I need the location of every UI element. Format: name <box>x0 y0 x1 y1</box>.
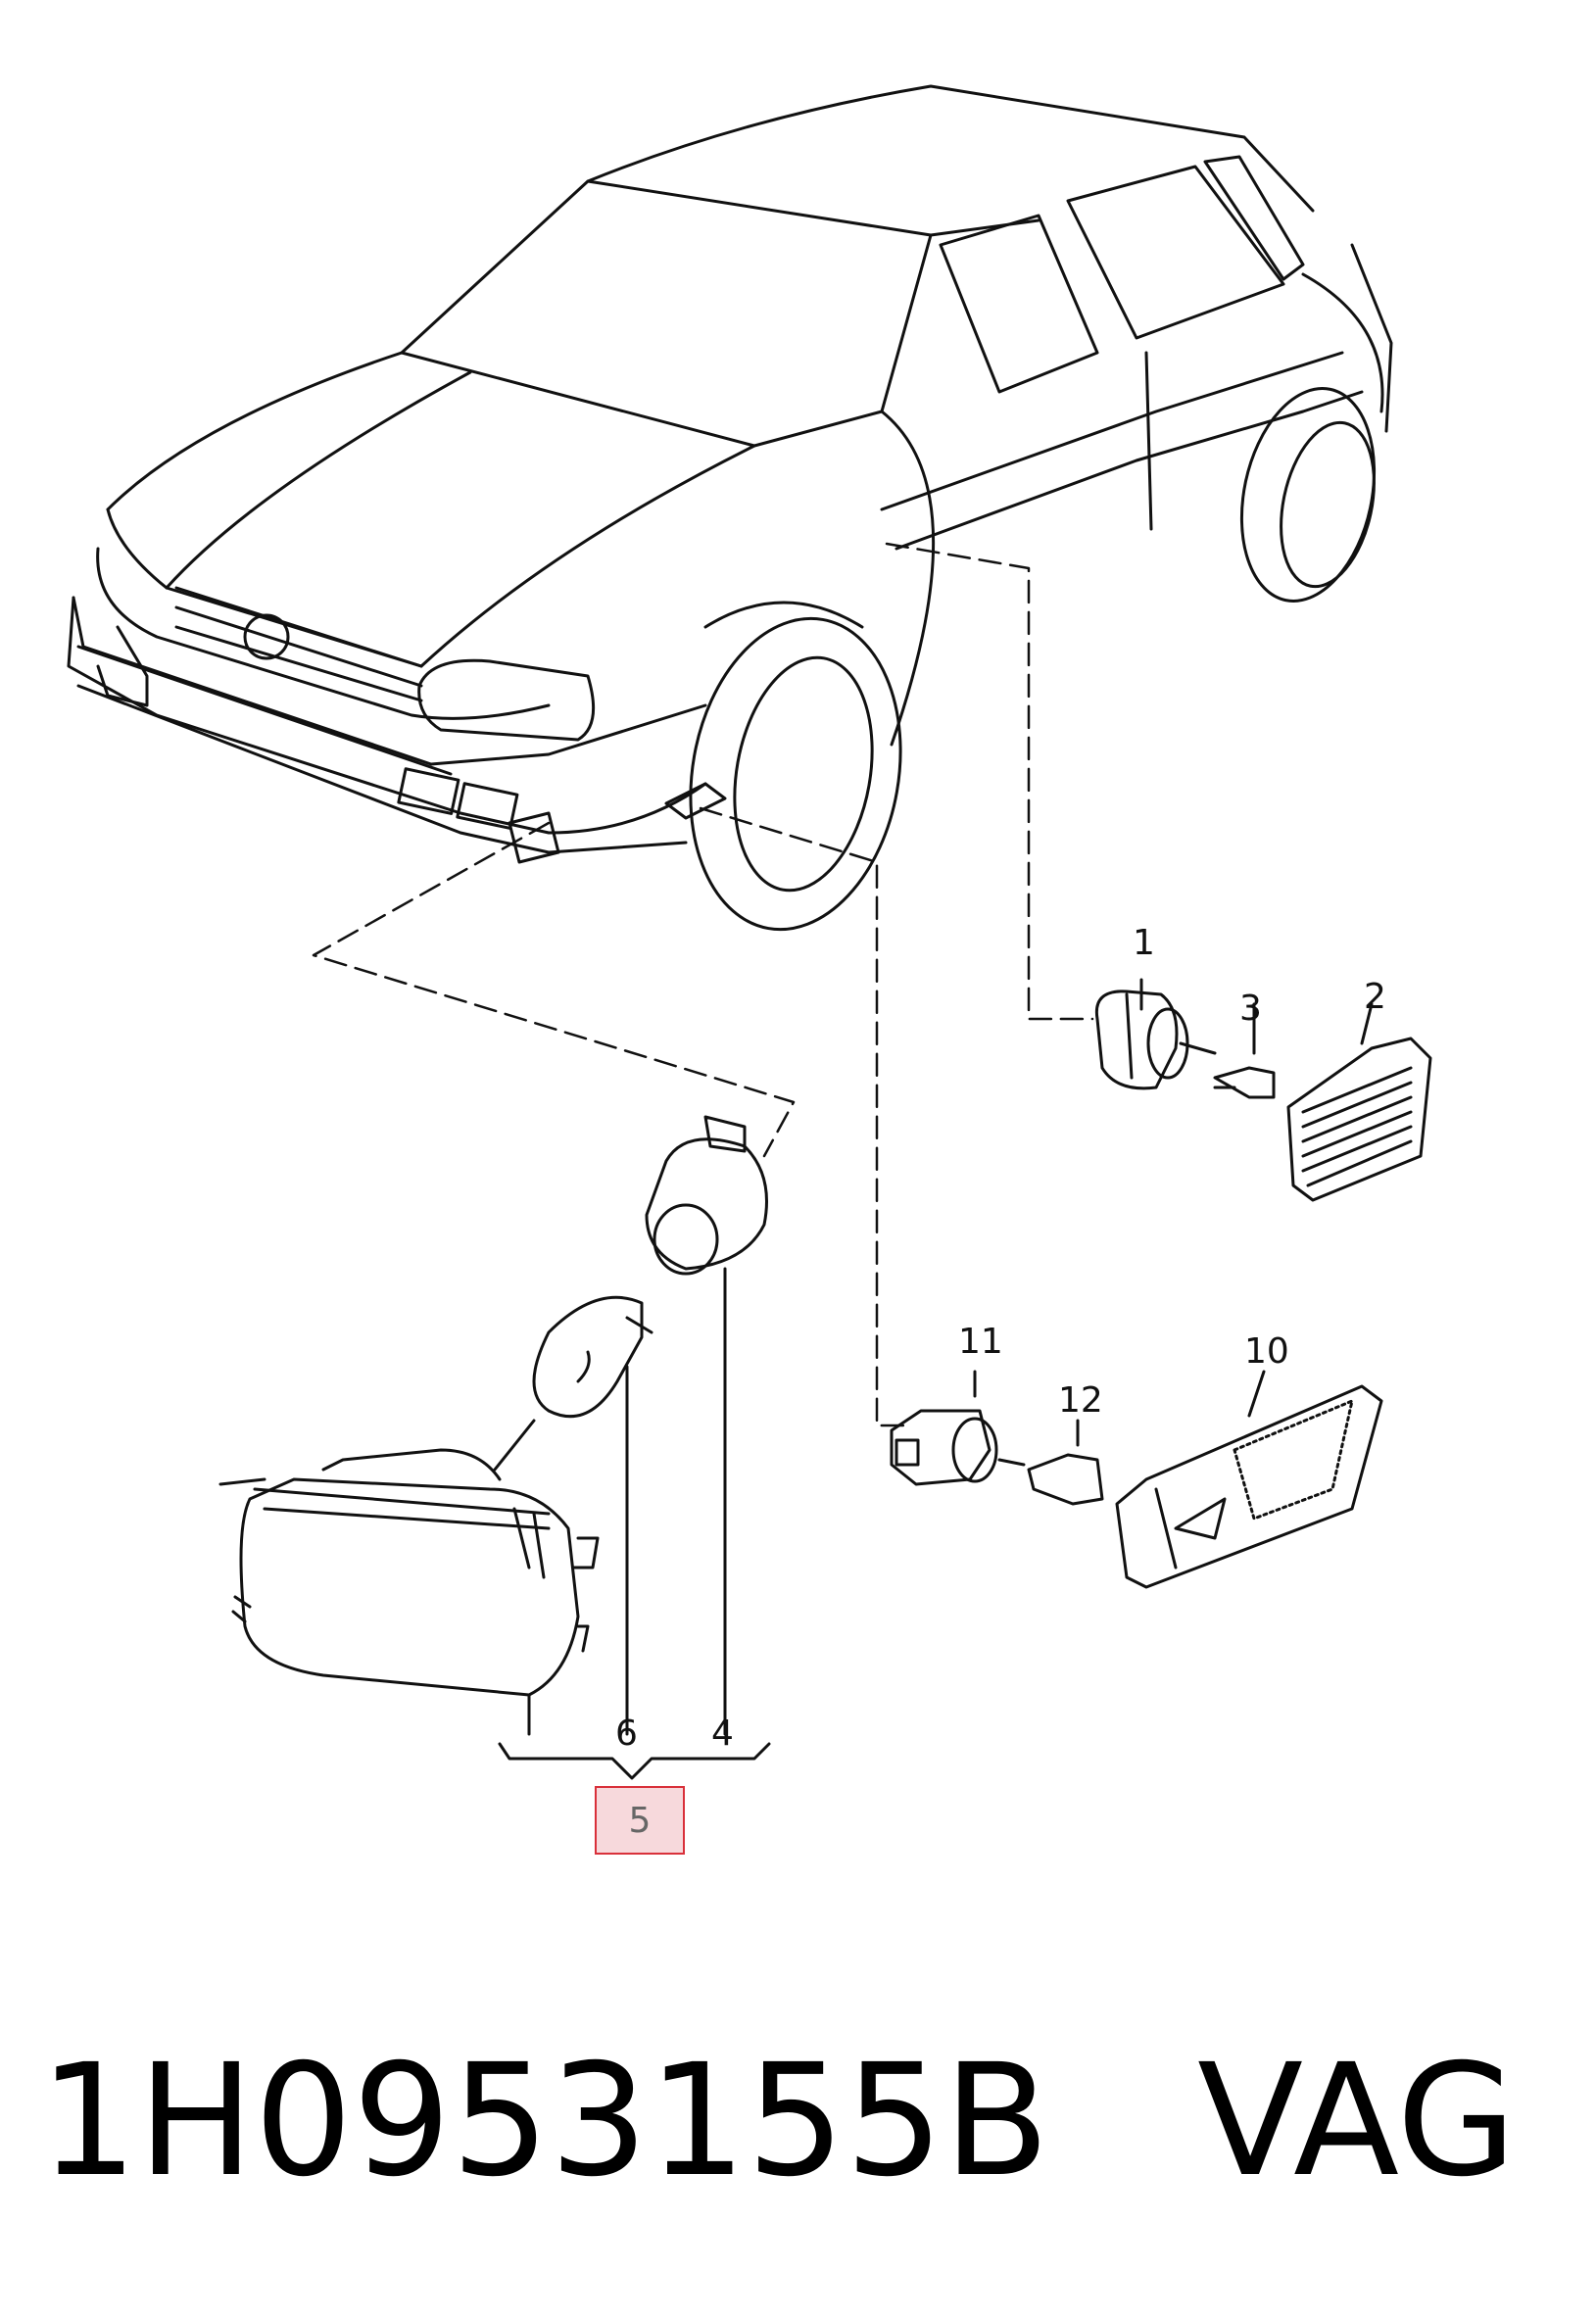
callout-12: 12 <box>1058 1380 1103 1421</box>
callout-6: 6 <box>615 1714 638 1754</box>
fog-lamp-housing-part-5 <box>218 1448 600 1736</box>
side-marker-socket-part-11 <box>890 1370 1026 1486</box>
side-marker-bulb-part-12 <box>1027 1419 1104 1506</box>
fog-lamp-socket-part-4 <box>645 1115 768 1736</box>
assembly-bracket <box>498 1742 771 1780</box>
callout-2: 2 <box>1364 977 1386 1017</box>
car-illustration <box>67 84 1393 932</box>
small-bulb-part-3 <box>1213 1002 1276 1099</box>
leader-lines <box>312 542 1094 1427</box>
brand-name: VAG <box>1197 2031 1517 2211</box>
callout-1: 1 <box>1133 923 1155 963</box>
exploded-parts-diagram <box>67 84 1432 1780</box>
repeater-lens-part-10 <box>1115 1370 1383 1589</box>
callout-5-highlighted: 5 <box>595 1786 685 1855</box>
side-marker-lens-part-2 <box>1286 1002 1432 1202</box>
part-number: 1H0953155B <box>39 2031 1050 2211</box>
callout-10: 10 <box>1244 1331 1289 1372</box>
callout-4: 4 <box>711 1714 734 1754</box>
fog-bulb-part-6 <box>493 1295 653 1736</box>
part-number-caption: 1H0953155B VAG <box>39 2023 1568 2219</box>
bulb-holder-part-1 <box>1094 978 1217 1090</box>
callout-3: 3 <box>1239 989 1262 1029</box>
callout-11: 11 <box>958 1322 1003 1362</box>
